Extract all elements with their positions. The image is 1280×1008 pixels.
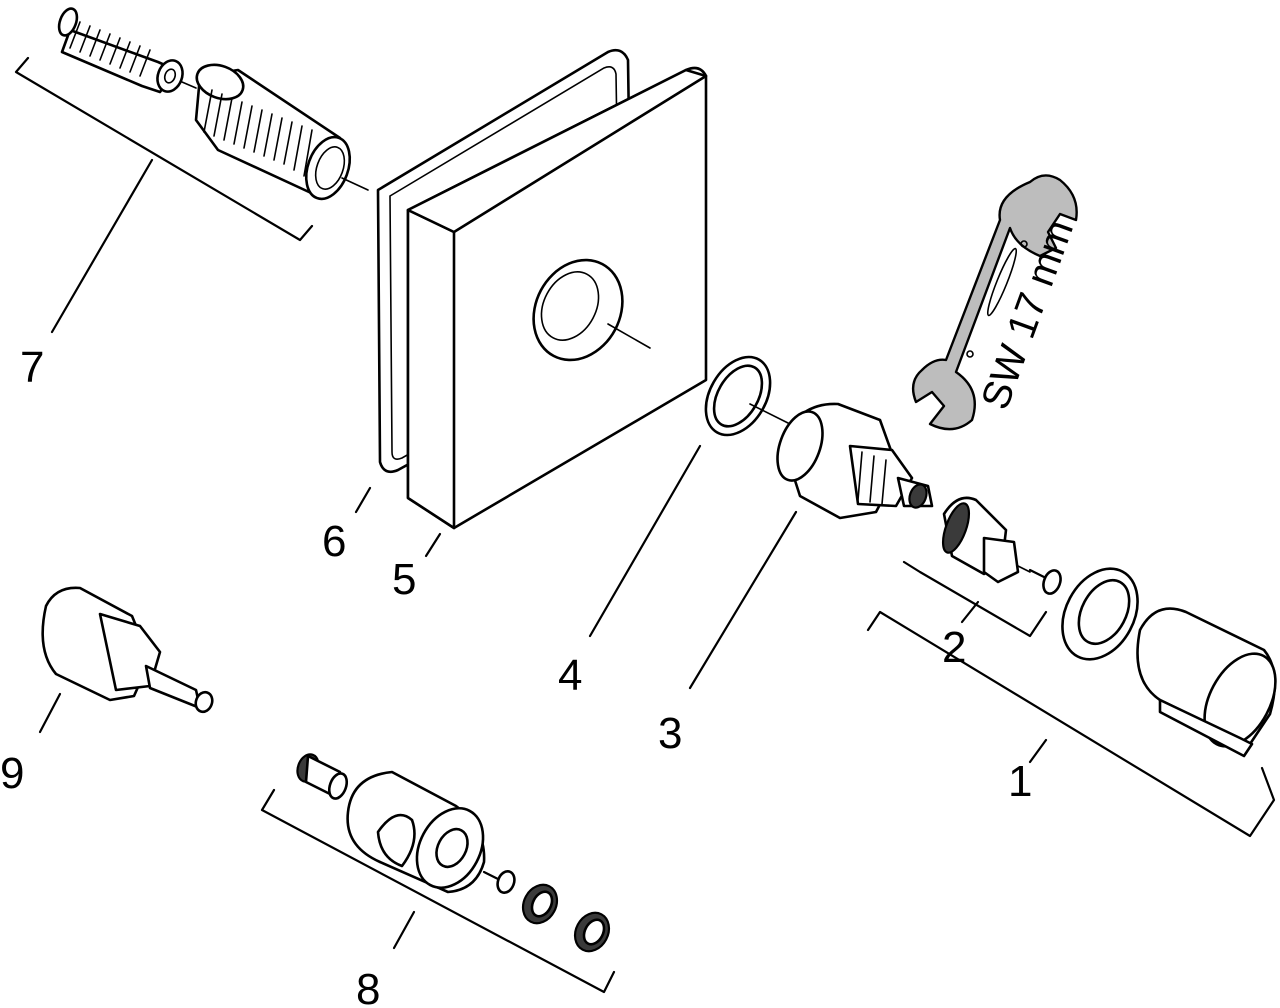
callout-6: 6 xyxy=(322,517,346,566)
callout-4: 4 xyxy=(558,651,582,700)
large-threaded-sleeve xyxy=(194,63,369,201)
callout-1: 1 xyxy=(1008,757,1032,806)
wrench-sw17: SW 17 mm xyxy=(911,174,1082,431)
part-7-extension-set xyxy=(14,7,369,334)
part-8-diverter-set xyxy=(260,753,616,994)
handle xyxy=(1136,607,1277,758)
o-ring-1 xyxy=(521,883,559,925)
screw xyxy=(1017,565,1062,595)
diverter-body xyxy=(346,770,486,894)
screw-small xyxy=(482,870,516,894)
small-insert xyxy=(296,753,349,800)
part-1-handle-set xyxy=(866,567,1277,838)
part-2-adapter-screw xyxy=(902,496,1062,638)
callout-7: 7 xyxy=(20,343,44,392)
callout-3: 3 xyxy=(658,709,682,758)
o-ring-2 xyxy=(573,911,611,953)
part-3-cartridge xyxy=(688,402,934,690)
small-threaded-extension xyxy=(57,7,197,94)
part-5-cover-plate xyxy=(406,66,708,558)
part-4-o-ring xyxy=(588,355,791,638)
callout-9: 9 xyxy=(0,749,24,798)
trim-ring xyxy=(1061,567,1139,661)
callout-2: 2 xyxy=(942,623,966,672)
callout-8: 8 xyxy=(356,965,380,1008)
part-9-spare-cartridge xyxy=(38,586,214,734)
callout-5: 5 xyxy=(392,555,416,604)
